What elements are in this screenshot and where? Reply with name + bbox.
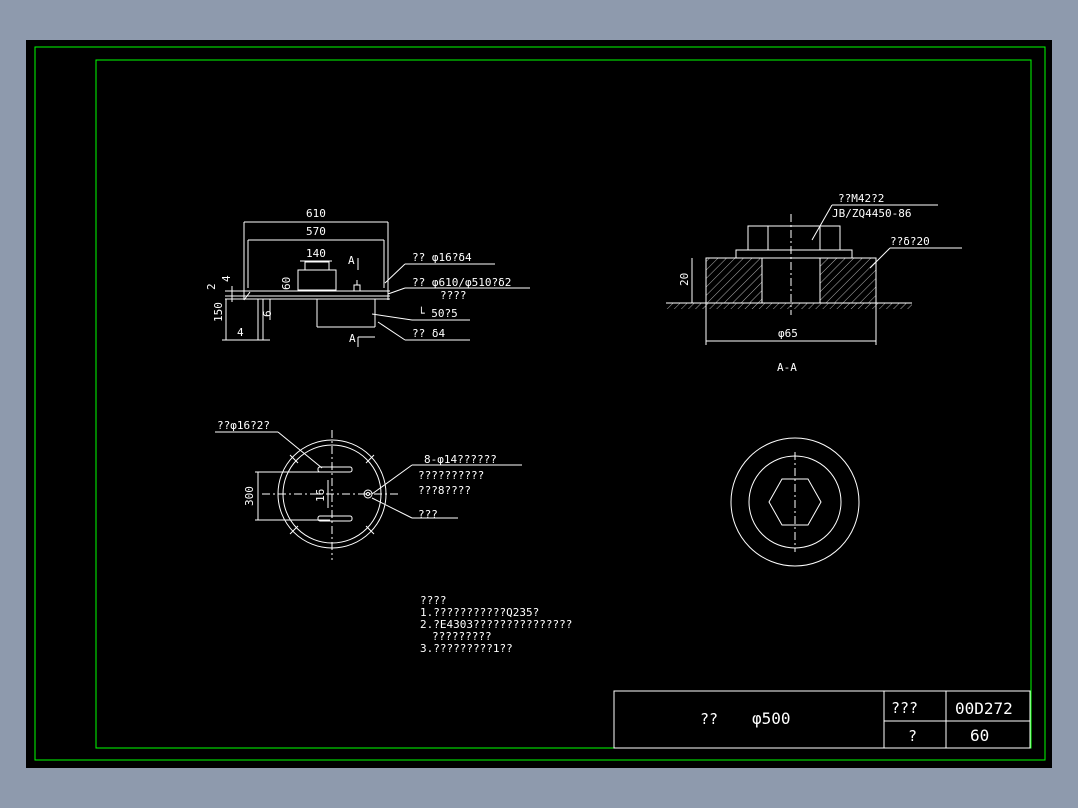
- dim-4-bottom: 4: [237, 326, 244, 339]
- dim-150: 150: [212, 302, 225, 322]
- label-plate-thickness: ?? φ16?δ4: [412, 251, 472, 264]
- label-ring-sub: ????: [440, 289, 467, 302]
- section-mark-a-bottom: A: [349, 332, 356, 345]
- inner-frame: [95, 59, 1032, 749]
- dim-300: 300: [243, 486, 256, 506]
- dim-140: 140: [306, 247, 326, 260]
- dim-4: 4: [220, 275, 233, 282]
- dim-20: 20: [678, 273, 691, 286]
- drawing-canvas: [26, 40, 1052, 768]
- section-view: [666, 204, 962, 345]
- elevation-view: [222, 221, 530, 347]
- label-bolt: ??M42?2: [838, 192, 884, 205]
- dim-60: 60: [280, 277, 293, 290]
- title-label-page: ?: [908, 727, 917, 745]
- label-ring: ?? φ610/φ510?δ2: [412, 276, 511, 289]
- notes-line-2: 2.?E4303???????????????: [420, 618, 572, 631]
- label-holes-sub1: ??????????: [418, 469, 484, 482]
- title-label-drawing-no: ???: [891, 699, 918, 717]
- notes-line-3: 3.?????????1??: [420, 642, 513, 655]
- title-block: [613, 690, 1031, 749]
- dim-610: 610: [306, 207, 326, 220]
- title-drawing-no: 00D272: [955, 699, 1013, 718]
- title-name: ??: [700, 710, 718, 728]
- notes-line-1: 1.???????????Q235?: [420, 606, 539, 619]
- notes-line-2b: ?????????: [432, 630, 492, 643]
- hex-view: [730, 437, 860, 567]
- label-holes-sub2: ???8????: [418, 484, 471, 497]
- label-angle-steel: └ 50?5: [418, 306, 458, 320]
- section-title: A-A: [777, 361, 797, 374]
- label-plan-part: ???: [418, 508, 438, 521]
- label-standard: JB/ZQ4450-86: [832, 207, 911, 220]
- title-size: φ500: [752, 709, 791, 728]
- section-mark-a: A: [348, 254, 355, 267]
- label-base-plate: ?? δ4: [412, 327, 445, 340]
- dim-2: 2: [205, 283, 218, 290]
- dim-16: 16: [314, 489, 327, 502]
- label-section-plate: ??δ?20: [890, 235, 930, 248]
- title-page-no: 60: [970, 726, 989, 745]
- label-plan-plate: ??φ16?2?: [217, 419, 270, 432]
- dim-phi65: φ65: [778, 327, 798, 340]
- outer-frame: [34, 46, 1046, 761]
- label-holes: 8-φ14??????: [424, 453, 497, 466]
- notes-header: ????: [420, 594, 447, 607]
- dim-6: 6: [261, 310, 274, 317]
- plan-view: [215, 430, 522, 560]
- dim-570: 570: [306, 225, 326, 238]
